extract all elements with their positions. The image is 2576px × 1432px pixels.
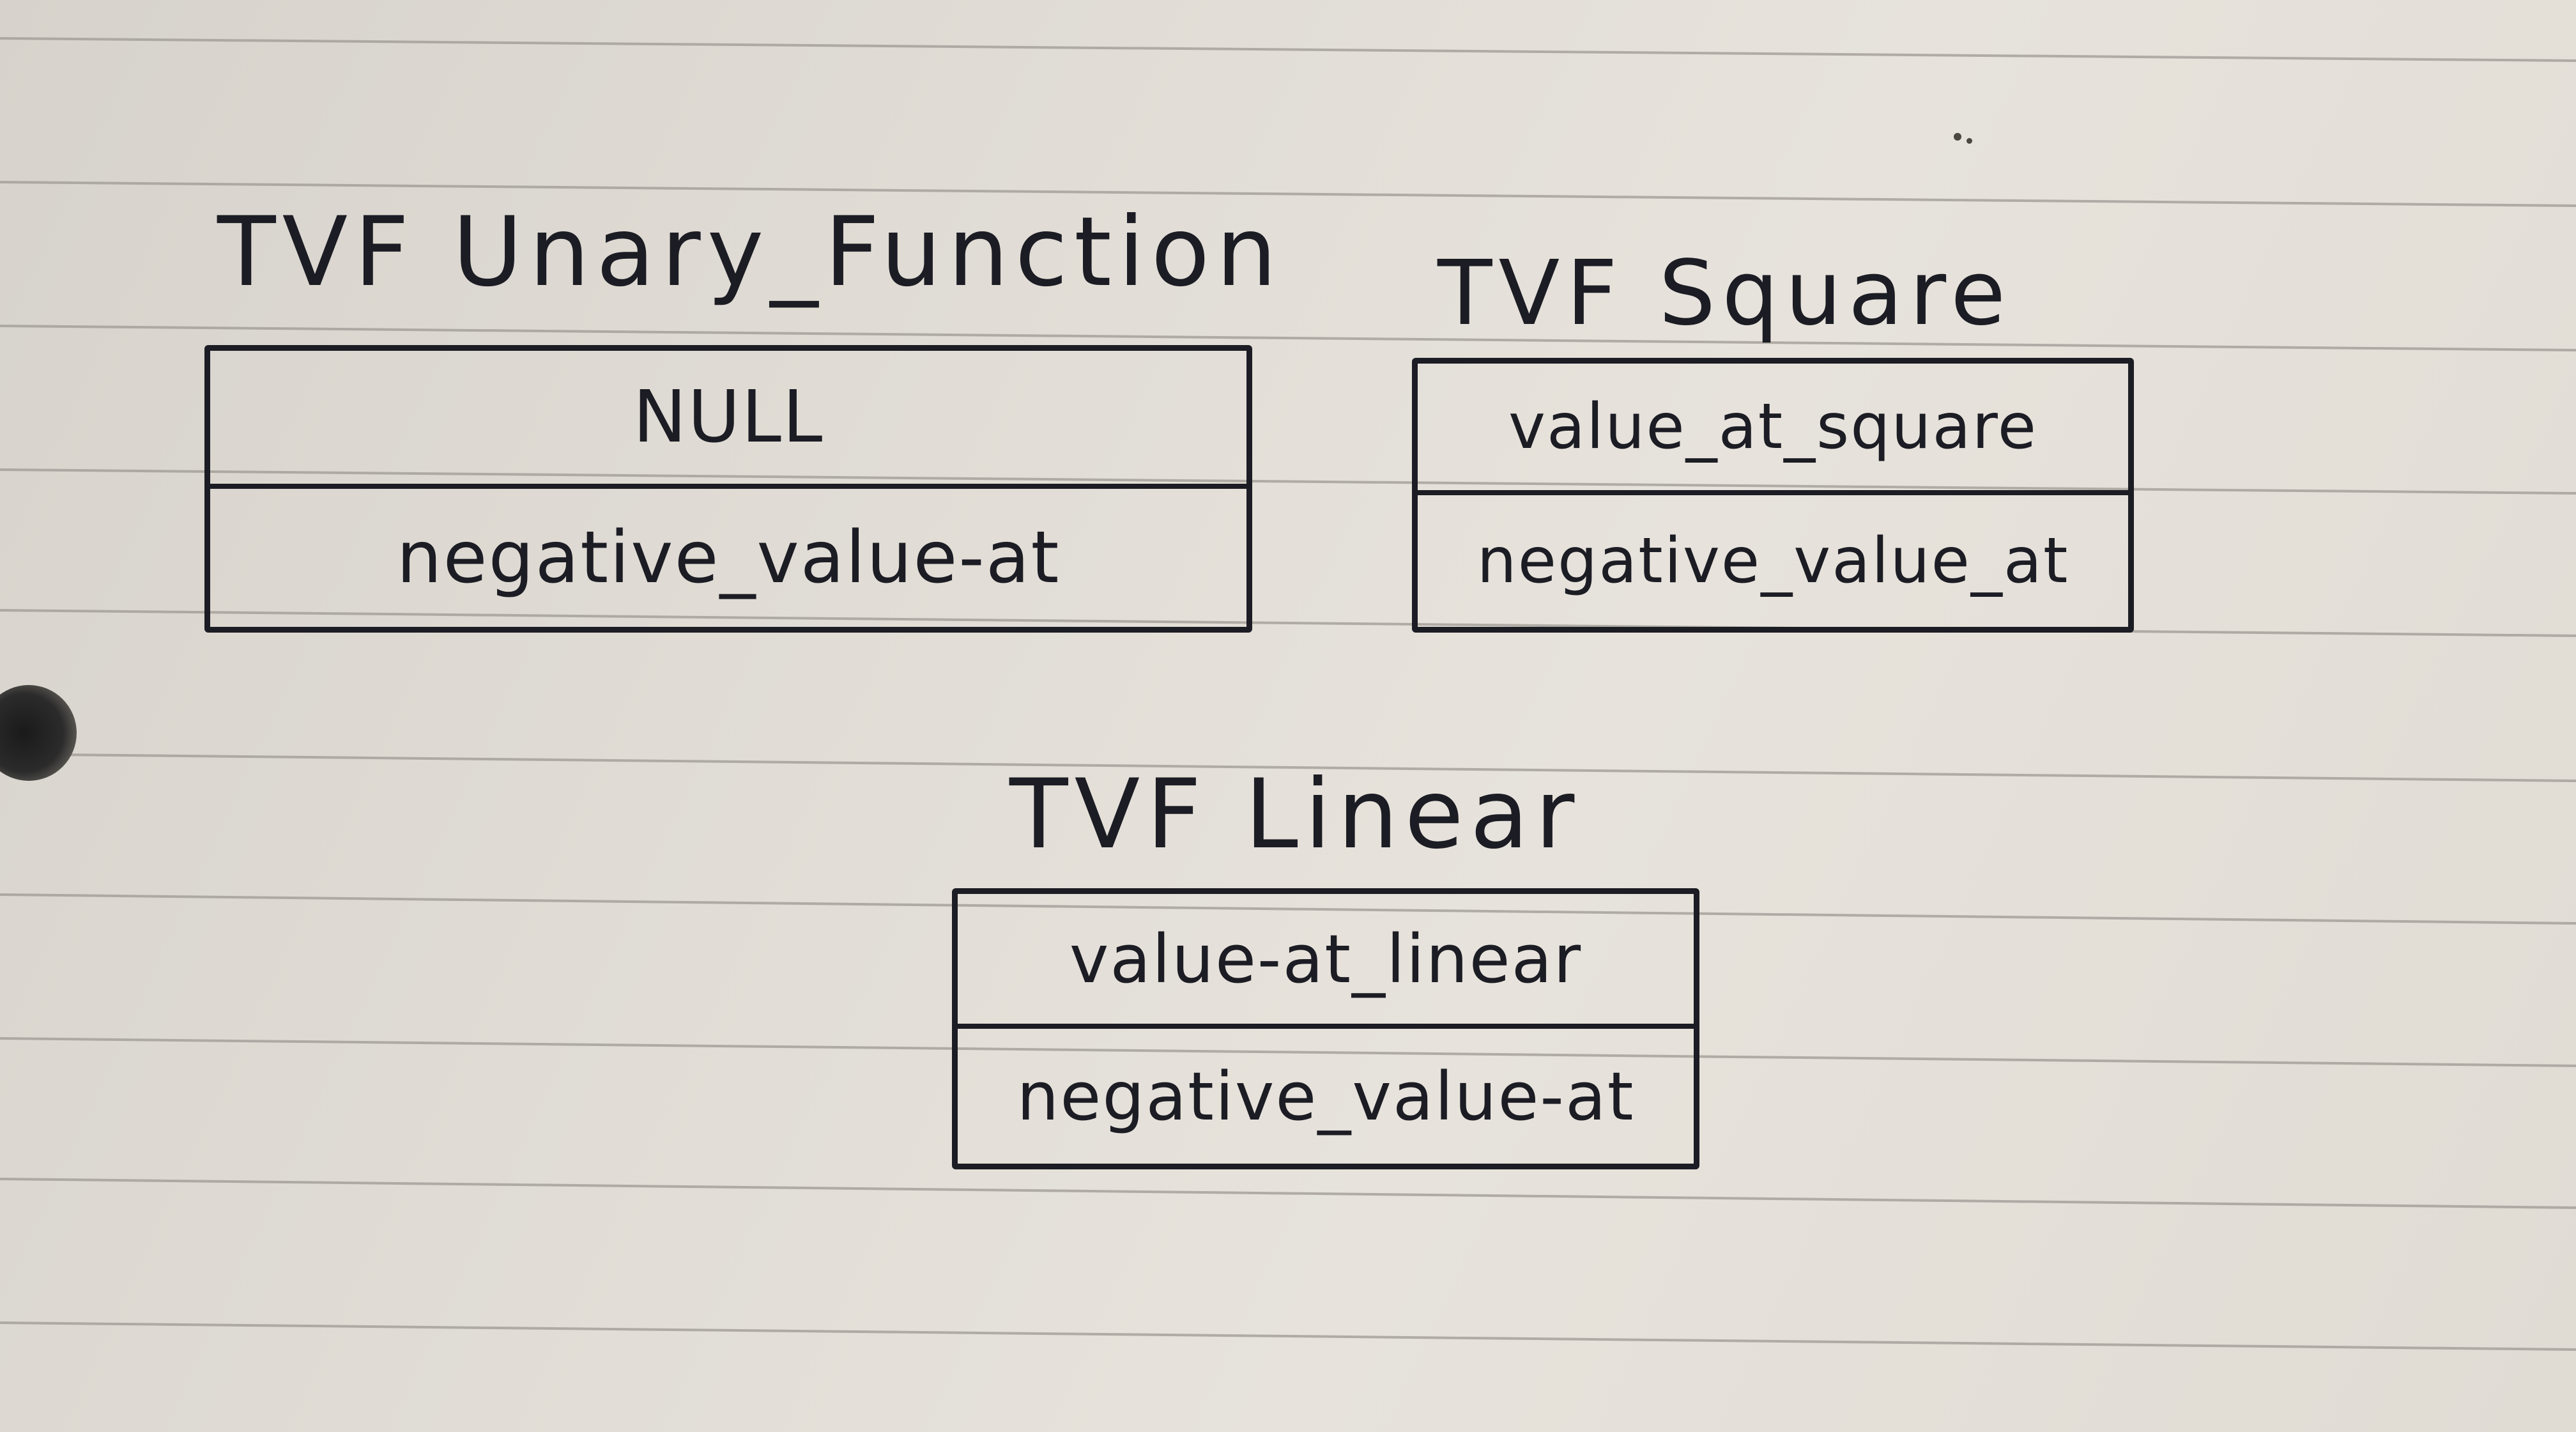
- vtable-box: value_at_square negative_value_at: [1412, 358, 2134, 633]
- vtable-title: TVF Linear: [1009, 759, 1581, 870]
- paper-speck: [1966, 138, 1972, 144]
- binder-hole: [0, 685, 77, 781]
- vtable-box: NULL negative_value-at: [204, 345, 1252, 633]
- vtable-box: value-at_linear negative_value-at: [952, 888, 1699, 1169]
- paper-speck: [1954, 133, 1961, 141]
- vtable-slot: negative_value_at: [1476, 525, 2069, 597]
- vtable-unary-function: TVF Unary_Function NULL negative_value-a…: [204, 192, 1276, 639]
- vtable-slot: value_at_square: [1418, 364, 2128, 495]
- vtable-square: TVF Square value_at_square negative_valu…: [1412, 211, 2147, 645]
- vtable-linear: TVF Linear value-at_linear negative_valu…: [952, 760, 1712, 1182]
- vtable-slot: value-at_linear: [958, 894, 1694, 1029]
- vtable-slot: negative_value-at: [1016, 1057, 1635, 1136]
- vtable-slot: NULL: [210, 351, 1246, 489]
- vtable-slot: negative_value-at: [396, 516, 1061, 599]
- vtable-title: TVF Square: [1438, 242, 2012, 346]
- vtable-title: TVF Unary_Function: [217, 197, 1284, 308]
